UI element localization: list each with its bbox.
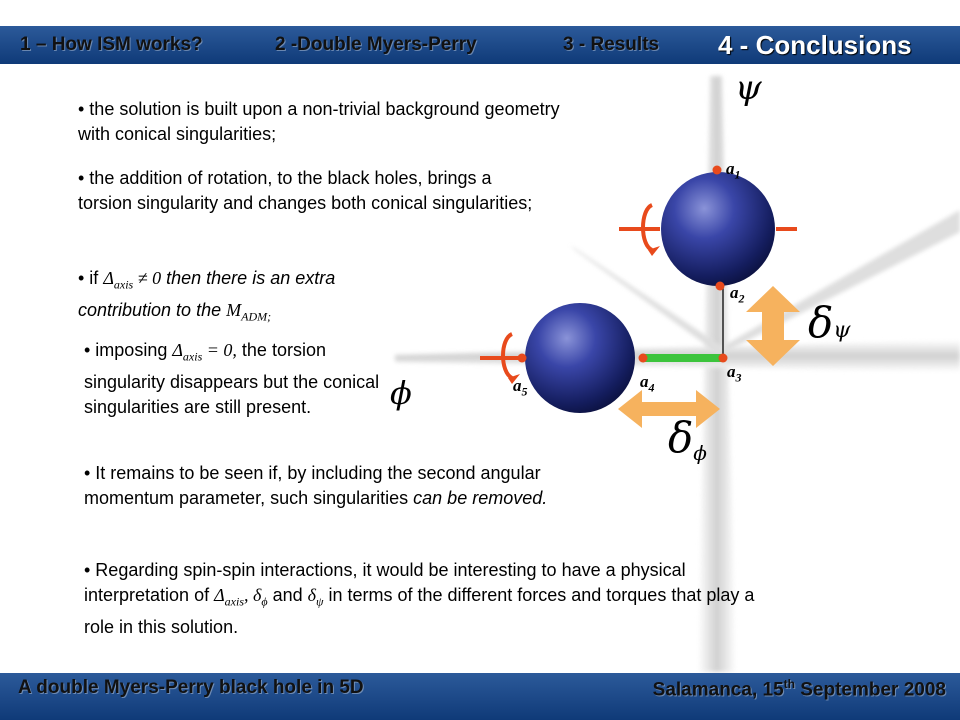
delta-psi-label: δψ — [808, 298, 851, 347]
black-hole-lower — [525, 303, 635, 413]
footer-title: A double Myers-Perry black hole in 5D — [18, 677, 364, 698]
rotation-arrow-lower — [480, 332, 524, 380]
label-a1: a1 — [726, 159, 741, 182]
header-bar: 1 – How ISM works? 2 -Double Myers-Perry… — [0, 26, 960, 64]
phi-symbol: ϕ — [390, 374, 412, 412]
marker-a1 — [712, 165, 722, 175]
marker-a3 — [718, 353, 728, 363]
footer-date: Salamanca, 15th September 2008 — [652, 677, 946, 701]
psi-subscript: ψ — [833, 318, 851, 343]
nav-item-double-myers-perry[interactable]: 2 -Double Myers-Perry — [275, 34, 477, 55]
bullet-second-angular-momentum: • It remains to be seen if, by including… — [84, 463, 548, 508]
green-rod — [645, 354, 725, 362]
label-a4: a4 — [640, 372, 655, 395]
bullet-spin-spin: • Regarding spin-spin interactions, it w… — [84, 560, 755, 637]
black-hole-upper — [661, 172, 775, 286]
marker-a4 — [638, 353, 648, 363]
psi-symbol: ψ — [735, 68, 762, 108]
bullet-rotation-torsion: • the addition of rotation, to the black… — [78, 168, 533, 213]
rotation-arrow-upper — [619, 203, 797, 252]
delta-symbol: δ — [808, 298, 834, 347]
delta-psi-double-arrow — [746, 286, 800, 366]
delta-symbol: δ — [668, 413, 694, 462]
delta-phi-double-arrow — [618, 390, 720, 428]
label-a2: a2 — [730, 283, 745, 306]
bullet-background-geometry: • the solution is built upon a non-trivi… — [78, 99, 560, 144]
nav-item-results[interactable]: 3 - Results — [563, 34, 660, 55]
phi-subscript: ϕ — [693, 441, 707, 465]
label-a3: a3 — [727, 362, 742, 385]
marker-a2 — [715, 281, 725, 291]
bullet-imposing-delta-axis: • imposing Δaxis = 0, the torsion singul… — [84, 340, 380, 417]
delta-phi-label: δϕ — [668, 413, 707, 465]
label-a5: a5 — [513, 376, 528, 399]
nav-item-how-ism-works[interactable]: 1 – How ISM works? — [20, 34, 203, 55]
footer-bar: A double Myers-Perry black hole in 5D Sa… — [0, 673, 960, 720]
bullet-extra-contribution: • if Δaxis ≠ 0 then there is an extra co… — [78, 268, 336, 324]
nav-item-conclusions[interactable]: 4 - Conclusions — [718, 30, 912, 60]
